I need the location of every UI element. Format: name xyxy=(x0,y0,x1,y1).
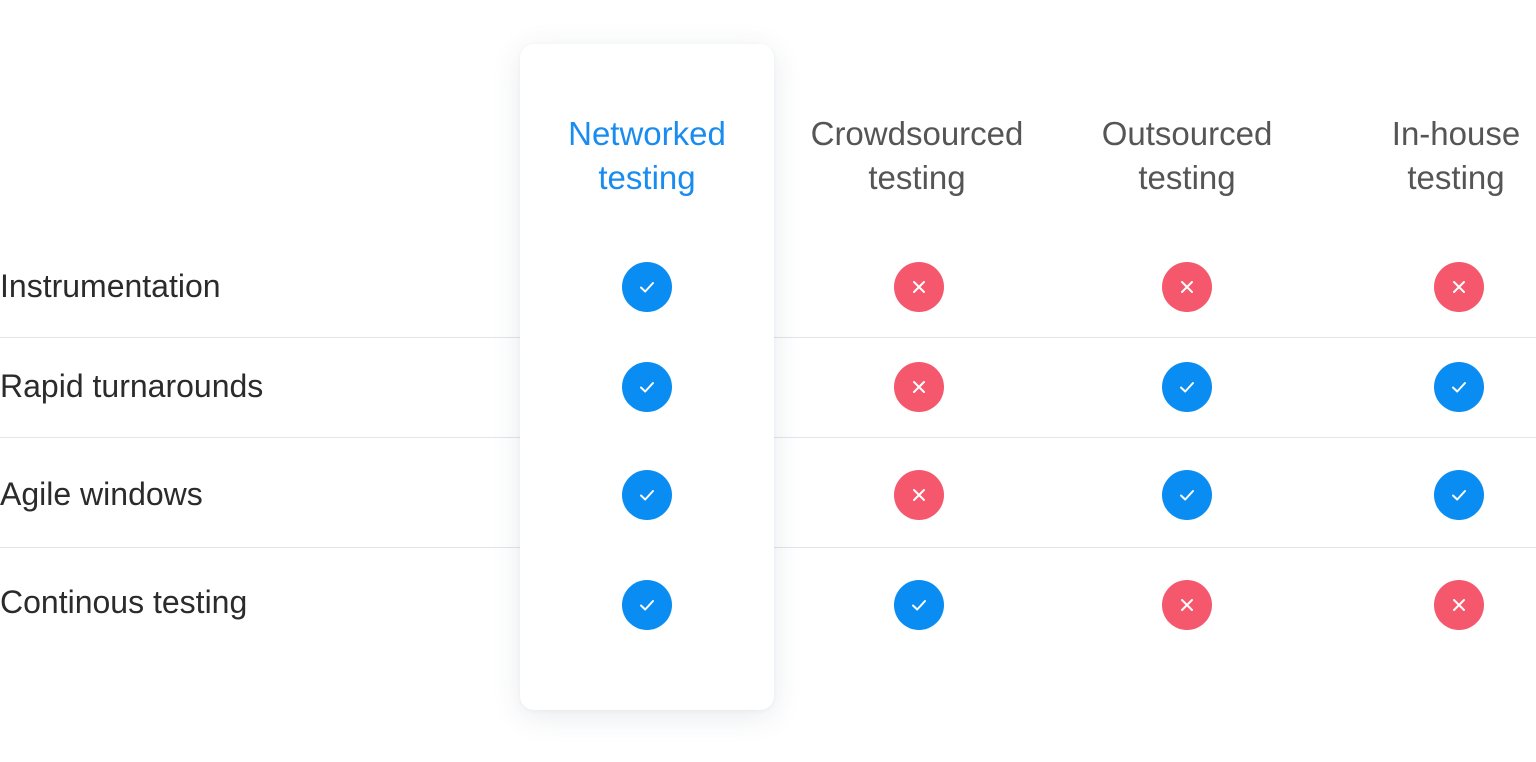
check-icon xyxy=(894,580,944,630)
check-icon xyxy=(1162,470,1212,520)
row-label-agile-windows: Agile windows xyxy=(0,476,203,512)
cross-icon xyxy=(1162,580,1212,630)
check-icon xyxy=(622,262,672,312)
column-header-networked: Networked testing xyxy=(568,115,726,196)
cross-icon xyxy=(1434,580,1484,630)
check-icon xyxy=(1434,470,1484,520)
cross-icon xyxy=(1162,262,1212,312)
cross-icon xyxy=(894,362,944,412)
check-icon xyxy=(1434,362,1484,412)
column-header-outsourced: Outsourced testing xyxy=(1101,115,1273,196)
column-header-crowdsourced: Crowdsourced testing xyxy=(810,115,1024,196)
row-label-continous-testing: Continous testing xyxy=(0,584,248,620)
row-label-instrumentation: Instrumentation xyxy=(0,268,221,304)
column-header-inhouse: In-house testing xyxy=(1391,115,1521,196)
check-icon xyxy=(622,470,672,520)
check-icon xyxy=(622,580,672,630)
cross-icon xyxy=(894,262,944,312)
cross-icon xyxy=(894,470,944,520)
check-icon xyxy=(622,362,672,412)
cross-icon xyxy=(1434,262,1484,312)
row-label-rapid-turnarounds: Rapid turnarounds xyxy=(0,368,264,404)
check-icon xyxy=(1162,362,1212,412)
